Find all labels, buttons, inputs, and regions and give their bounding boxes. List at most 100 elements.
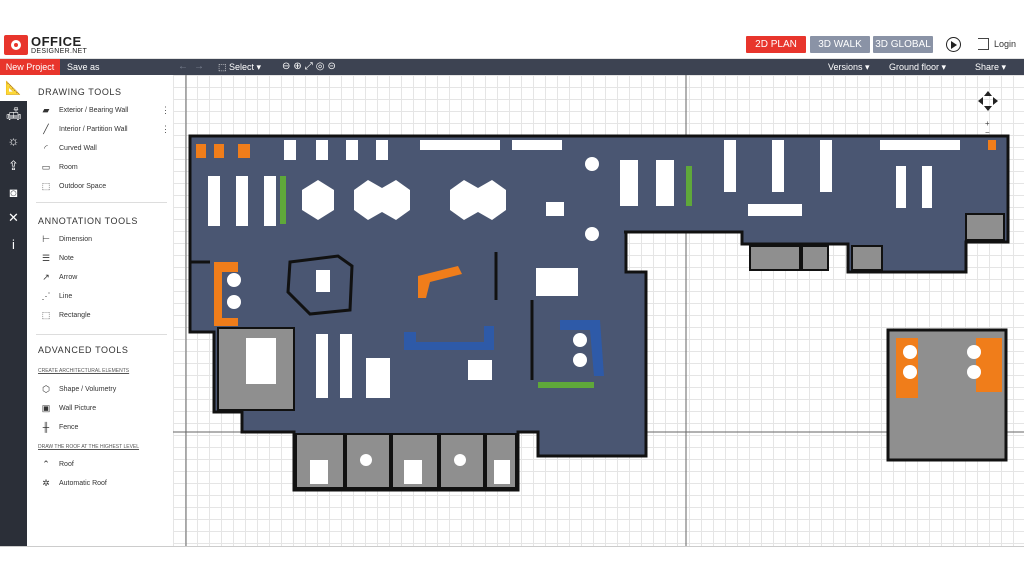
tool-arrow[interactable]: ↗ Arrow bbox=[39, 272, 77, 282]
tool-interior-wall[interactable]: ╱Interior / Partition Wall bbox=[39, 124, 128, 134]
login-button[interactable]: Login bbox=[978, 38, 1016, 50]
save-as-button[interactable]: Save as bbox=[67, 62, 100, 72]
zoom-out-icon[interactable]: ⊖ bbox=[282, 61, 294, 72]
advanced-tools-heading: ADVANCED TOOLS bbox=[38, 345, 129, 355]
logo[interactable]: OFFICE DESIGNER.NET bbox=[4, 34, 87, 56]
logo-text-line2: DESIGNER.NET bbox=[31, 48, 88, 55]
tools-panel: DRAWING TOOLS ▰Exterior / Bearing Wall ⋮… bbox=[27, 75, 174, 546]
divider bbox=[36, 334, 167, 335]
note-icon: ☰ bbox=[41, 252, 51, 263]
outdoor-space-icon: ⬚ bbox=[41, 180, 51, 191]
tool-label: Curved Wall bbox=[59, 144, 97, 152]
reset-icon[interactable]: ⊝ bbox=[327, 61, 339, 72]
tool-label: Exterior / Bearing Wall bbox=[59, 106, 129, 114]
versions-dropdown[interactable]: Versions ▾ bbox=[828, 62, 870, 73]
tool-label: Rectangle bbox=[59, 311, 91, 319]
fit-icon[interactable]: ⤢ bbox=[304, 61, 316, 72]
left-meeting-room[interactable] bbox=[217, 327, 295, 411]
tool-shape-volumetry[interactable]: ⬡ Shape / Volumetry bbox=[39, 384, 116, 394]
select-label: Select bbox=[229, 62, 255, 72]
picture-icon: ▣ bbox=[41, 402, 51, 413]
arrow-icon: ↗ bbox=[42, 271, 50, 282]
login-label: Login bbox=[994, 39, 1017, 49]
tool-automatic-roof[interactable]: ✲Automatic Roof bbox=[39, 478, 107, 488]
tool-label: Outdoor Space bbox=[59, 182, 107, 190]
tool-outdoor-space[interactable]: ⬚ Outdoor Space bbox=[39, 181, 106, 191]
tool-dimension[interactable]: ⊢ Dimension bbox=[39, 234, 92, 244]
floor-dropdown[interactable]: Ground floor ▾ bbox=[889, 62, 946, 73]
tool-label: Room bbox=[59, 163, 78, 171]
share-label: Share bbox=[975, 62, 1000, 72]
magic-wand-icon: ✲ bbox=[42, 477, 50, 488]
chevron-down-icon: ▾ bbox=[999, 62, 1007, 72]
center-icon[interactable]: ◎ bbox=[315, 61, 328, 72]
zoom-control[interactable]: +− bbox=[985, 119, 990, 137]
plus-icon[interactable]: + bbox=[985, 119, 990, 128]
tool-room[interactable]: ▭ Room bbox=[39, 162, 78, 172]
tool-roof[interactable]: ⌃Roof bbox=[39, 459, 74, 469]
sofa-icon[interactable]: 🛋 bbox=[5, 106, 22, 121]
main-floor[interactable] bbox=[188, 134, 1010, 492]
tool-label: Wall Picture bbox=[59, 404, 97, 412]
line-icon: ⋰ bbox=[41, 290, 51, 301]
tool-note[interactable]: ☰Note bbox=[39, 253, 74, 263]
tool-label: Fence bbox=[59, 423, 79, 431]
tool-wall-picture[interactable]: ▣ Wall Picture bbox=[39, 403, 96, 413]
shape-icon: ⬡ bbox=[42, 383, 50, 394]
more-options-icon[interactable]: ⋮ bbox=[161, 124, 170, 134]
minus-icon[interactable]: − bbox=[985, 128, 990, 137]
meeting-table bbox=[316, 270, 330, 292]
chevron-down-icon: ▾ bbox=[254, 62, 262, 72]
zoom-in-icon[interactable]: ⊕ bbox=[293, 61, 305, 72]
select-dropdown[interactable]: ⬚ Select ▾ bbox=[218, 62, 261, 73]
tool-curved-wall[interactable]: ◜ Curved Wall bbox=[39, 143, 97, 153]
zoom-tools[interactable]: ⊖⊕⤢◎⊝ bbox=[282, 61, 339, 72]
create-architectural-elements-link[interactable]: CREATE ARCHITECTURAL ELEMENTS bbox=[38, 368, 130, 374]
tool-label: Dimension bbox=[59, 235, 93, 243]
draw-roof-link[interactable]: DRAW THE ROOF AT THE HIGHEST LEVEL bbox=[38, 444, 140, 450]
undo-redo-icons[interactable]: ←→ bbox=[178, 61, 210, 72]
annotation-tools-heading: ANNOTATION TOOLS bbox=[38, 216, 138, 226]
tool-line[interactable]: ⋰ Line bbox=[39, 290, 73, 301]
play-icon[interactable] bbox=[946, 37, 961, 52]
toolbar: New Project Save as ←→ ⬚ Select ▾ ⊖⊕⤢◎⊝ … bbox=[0, 59, 1024, 75]
tool-rectangle[interactable]: ⬚ Rectangle bbox=[39, 310, 91, 320]
view-2d-plan-button[interactable]: 2D PLAN bbox=[746, 36, 806, 53]
round-seats bbox=[227, 157, 599, 367]
workstations-top bbox=[208, 140, 960, 398]
room-icon: ▭ bbox=[41, 161, 51, 172]
lounge-room[interactable] bbox=[886, 328, 1008, 462]
export-icon[interactable]: ⇪ bbox=[8, 158, 19, 173]
planters bbox=[280, 166, 692, 388]
drawing-tools-heading: DRAWING TOOLS bbox=[38, 87, 122, 97]
tool-label: Line bbox=[59, 292, 73, 300]
tool-label: Arrow bbox=[59, 273, 78, 281]
tool-label: Interior / Partition Wall bbox=[59, 125, 128, 133]
pan-control[interactable] bbox=[977, 90, 999, 112]
info-icon[interactable]: i bbox=[12, 236, 15, 252]
tool-fence[interactable]: ╫Fence bbox=[39, 422, 79, 432]
dimension-icon: ⊢ bbox=[42, 233, 50, 244]
tool-label: Shape / Volumetry bbox=[59, 385, 117, 393]
more-options-icon[interactable]: ⋮ bbox=[161, 105, 170, 115]
utility-rooms bbox=[749, 213, 1005, 271]
select-icon: ⬚ bbox=[218, 62, 230, 72]
view-3d-walk-button[interactable]: 3D WALK bbox=[810, 36, 870, 53]
new-project-button[interactable]: New Project bbox=[0, 59, 60, 75]
rectangle-icon: ⬚ bbox=[41, 309, 51, 320]
tool-label: Roof bbox=[59, 460, 74, 468]
login-icon bbox=[978, 38, 989, 50]
curved-wall-icon: ◜ bbox=[44, 142, 48, 153]
tool-exterior-wall[interactable]: ▰Exterior / Bearing Wall bbox=[39, 105, 129, 115]
bottom-border bbox=[0, 546, 1024, 547]
view-3d-global-button[interactable]: 3D GLOBAL bbox=[873, 36, 933, 53]
sun-icon[interactable]: ☼ bbox=[7, 132, 20, 148]
logo-text-line1: OFFICE bbox=[31, 34, 82, 49]
share-dropdown[interactable]: Share ▾ bbox=[975, 62, 1006, 73]
ruler-icon[interactable]: 📐 bbox=[0, 75, 27, 101]
camera-icon[interactable]: ◙ bbox=[9, 184, 18, 200]
logo-icon bbox=[4, 35, 28, 55]
tools-icon[interactable]: ✕ bbox=[8, 210, 19, 225]
chevron-down-icon: ▾ bbox=[862, 62, 870, 72]
